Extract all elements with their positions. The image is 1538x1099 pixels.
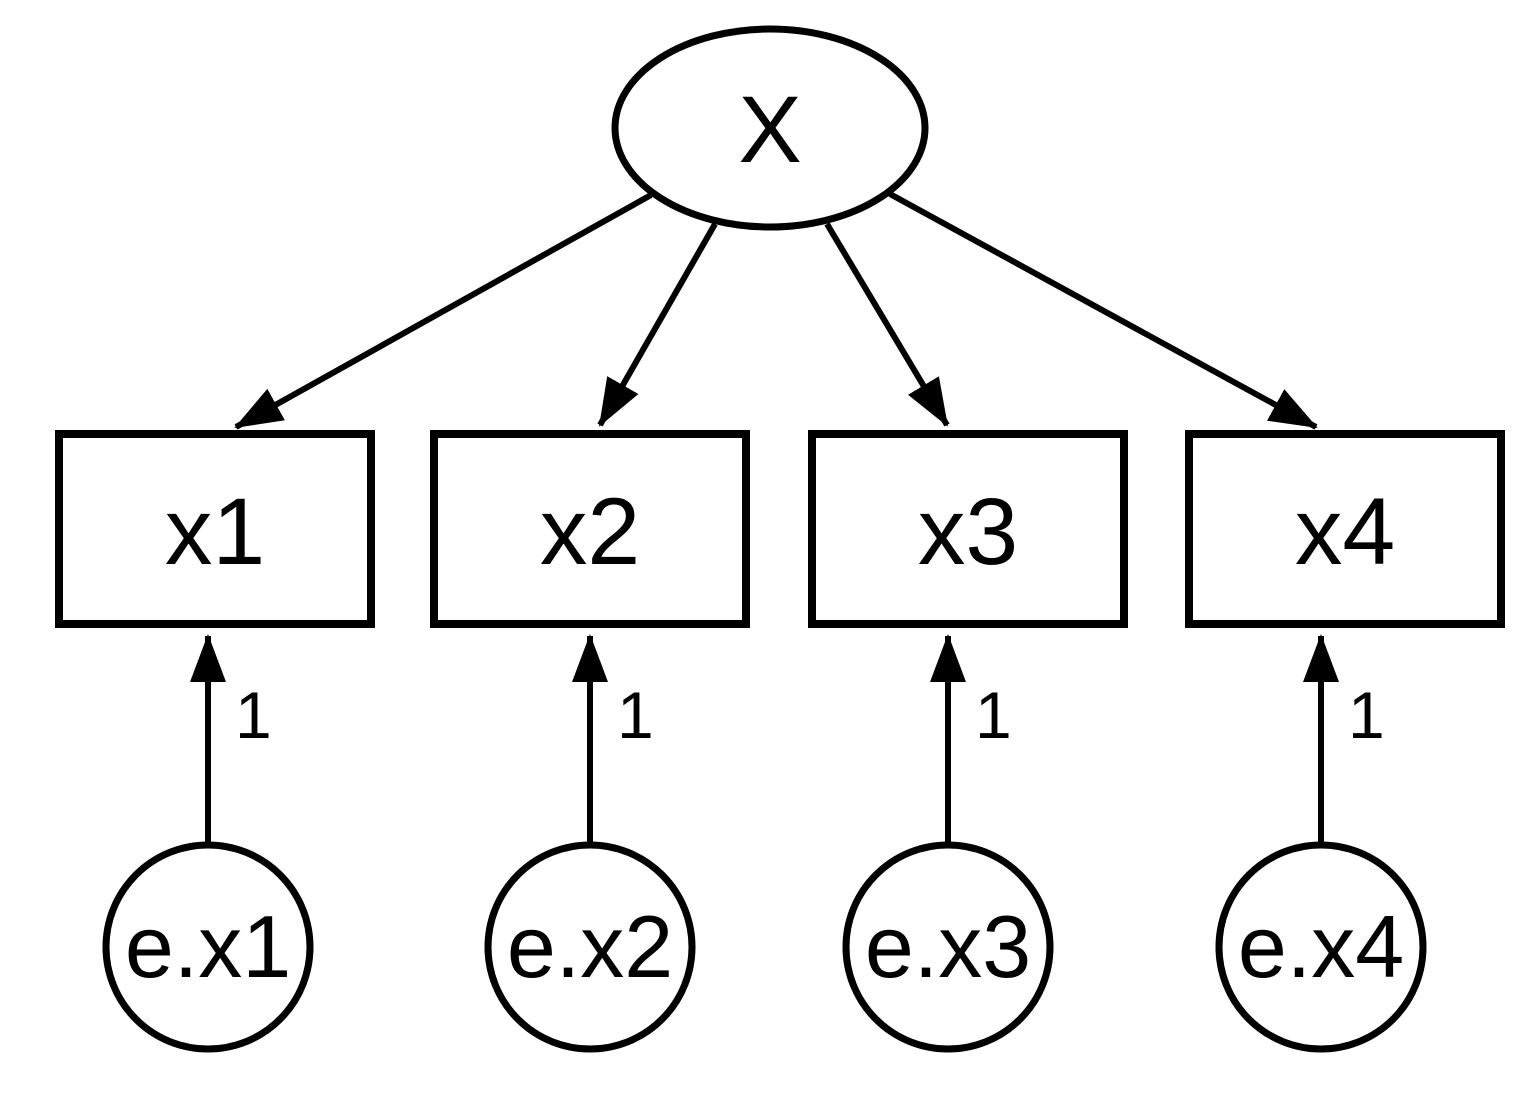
observed-variable-box-x1: [55, 430, 375, 628]
error-loading-label-x1: 1: [235, 678, 272, 752]
error-term-label-x1: e.x1: [125, 897, 291, 996]
factor-loading-arrow-x2: [597, 222, 718, 427]
factor-loading-arrow-x4: [888, 191, 1318, 430]
observed-variable-label-x2: x2: [540, 479, 640, 585]
error-term-label-x4: e.x4: [1238, 897, 1404, 996]
error-term-label-x2: e.x2: [507, 897, 673, 996]
observed-variable-box-x3: [808, 430, 1128, 628]
error-term-circle-x3: [842, 841, 1054, 1053]
factor-loading-arrow-x1: [234, 192, 653, 430]
observed-variable-box-x2: [430, 430, 750, 628]
observed-variable-label-x3: x3: [918, 479, 1018, 585]
latent-variable-label: X: [738, 77, 801, 183]
error-term-circle-x1: [102, 841, 314, 1053]
error-loading-label-x2: 1: [617, 678, 654, 752]
observed-variable-box-x4: [1185, 430, 1505, 628]
factor-loading-arrow-x3: [824, 222, 950, 427]
error-term-circle-x4: [1215, 841, 1427, 1053]
error-term-label-x3: e.x3: [865, 897, 1031, 996]
observed-variable-label-x1: x1: [165, 479, 265, 585]
error-loading-label-x3: 1: [975, 678, 1012, 752]
latent-variable-ellipse: [611, 25, 929, 231]
error-term-circle-x2: [484, 841, 696, 1053]
observed-variable-label-x4: x4: [1295, 479, 1395, 585]
error-loading-label-x4: 1: [1348, 678, 1385, 752]
